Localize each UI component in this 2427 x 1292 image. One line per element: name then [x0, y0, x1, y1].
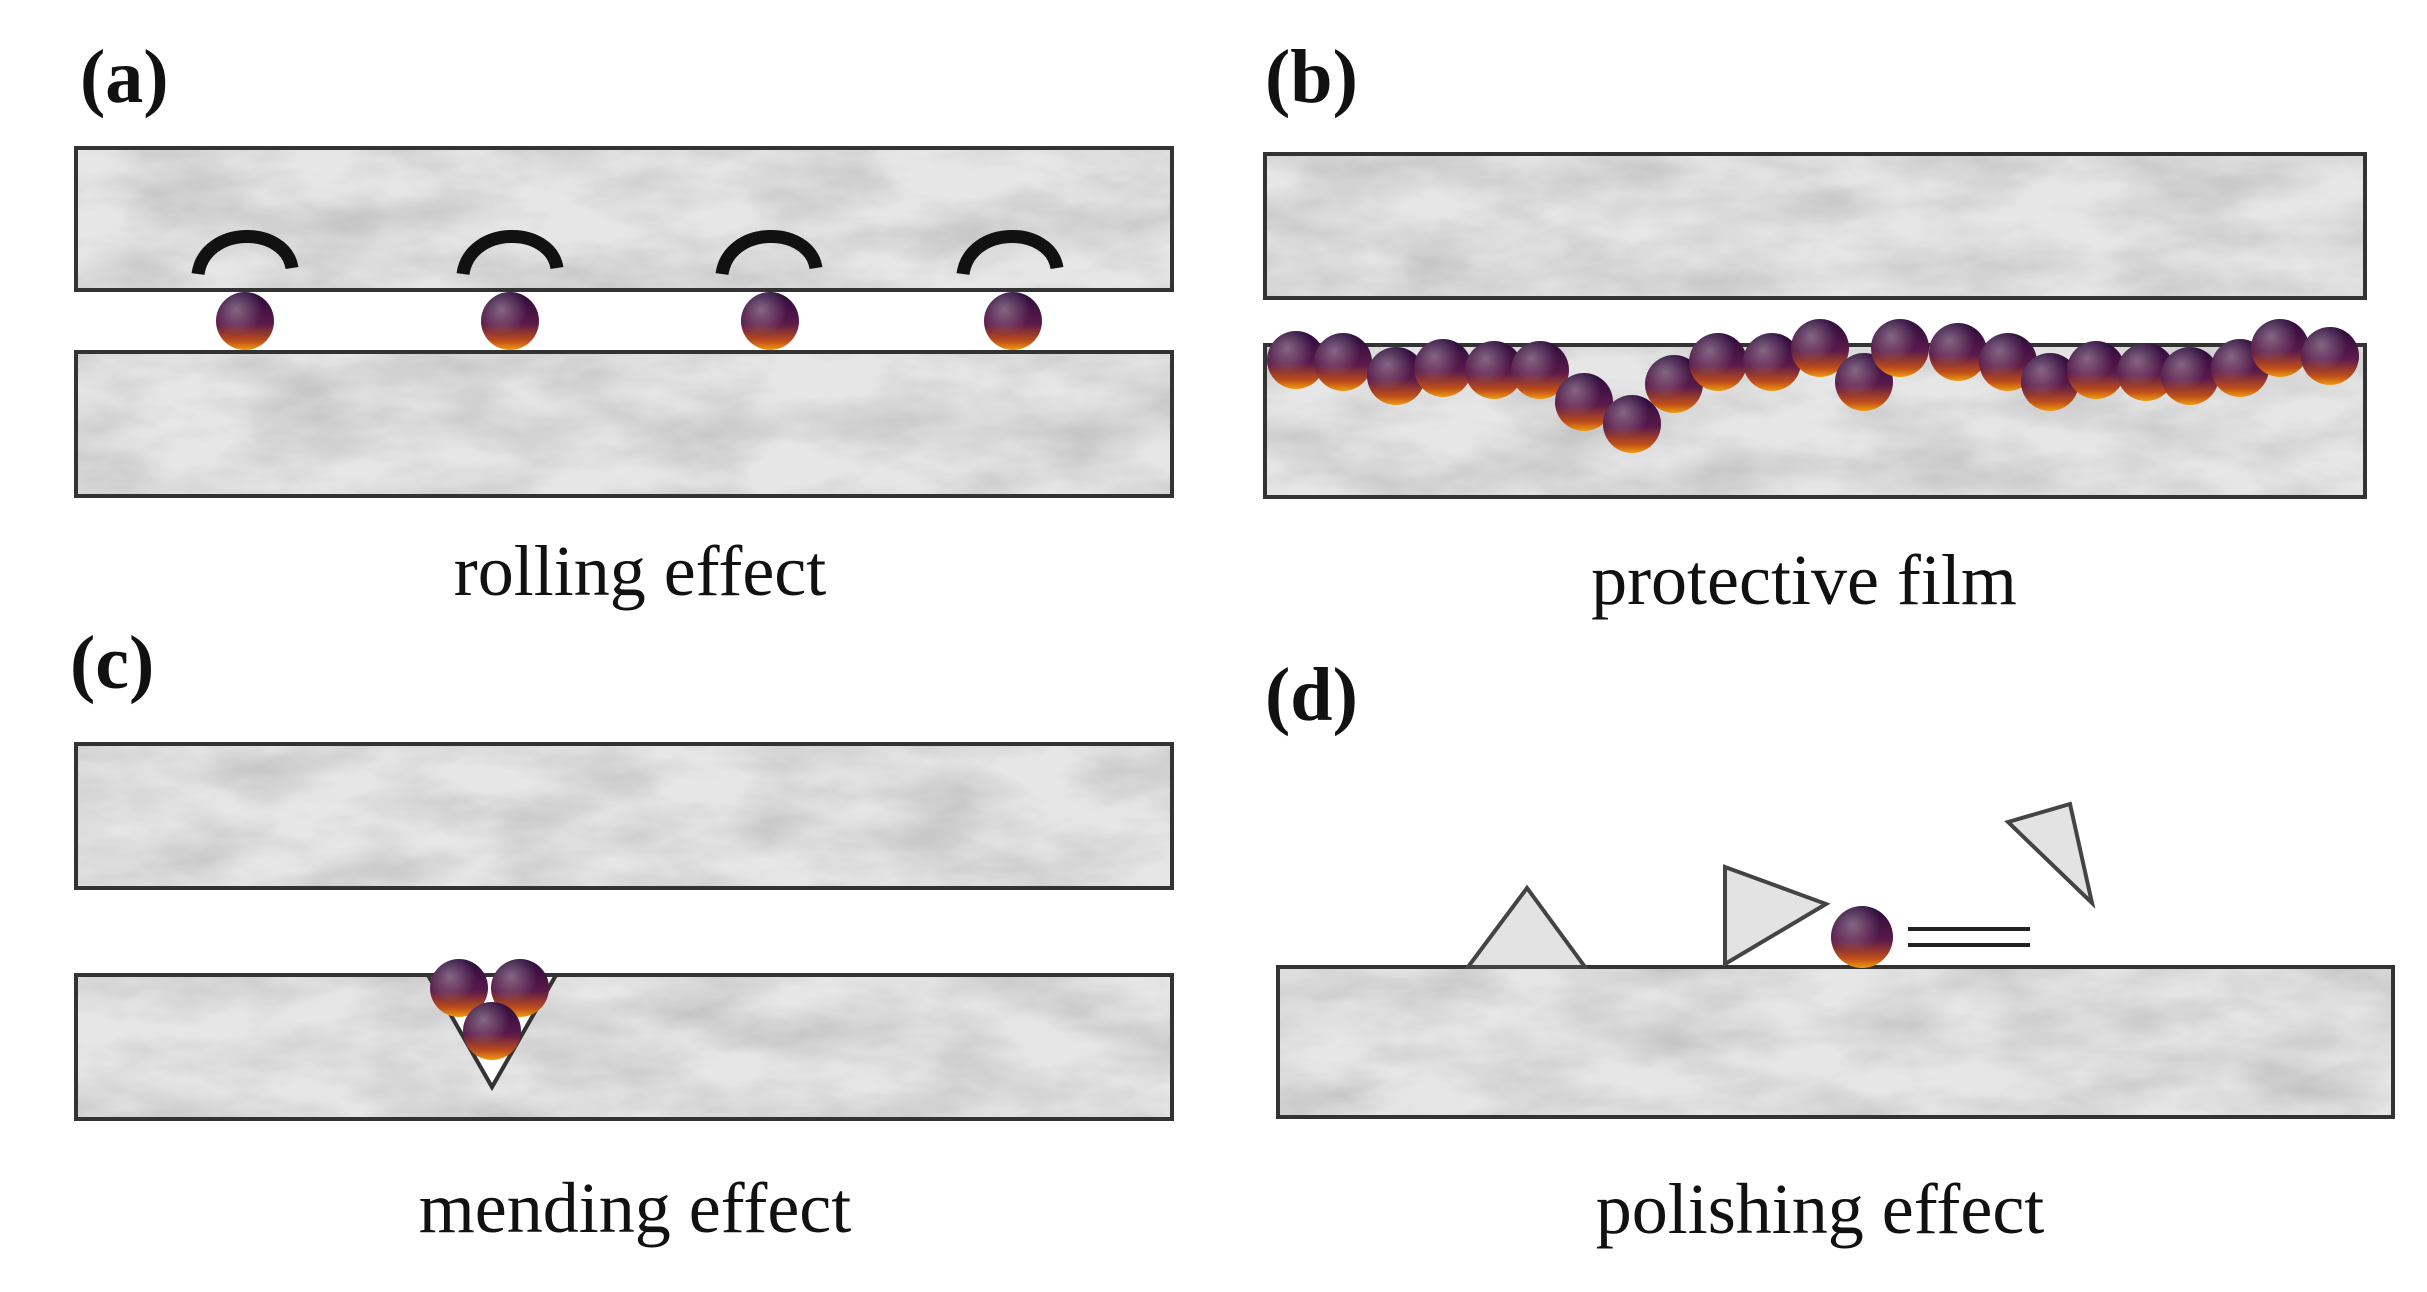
- panel-b-label: (b): [1265, 35, 1358, 119]
- particle: [216, 292, 274, 350]
- particle: [430, 959, 488, 1017]
- particle: [2021, 353, 2079, 411]
- particle: [1871, 319, 1929, 377]
- panel-a-caption: rolling effect: [454, 531, 827, 611]
- panel-c-caption: mending effect: [419, 1168, 852, 1248]
- lower-plate: [74, 973, 1174, 1121]
- particle: [741, 292, 799, 350]
- particle: [1743, 333, 1801, 391]
- particle: [2301, 327, 2359, 385]
- particle: [491, 959, 549, 1017]
- particle: [1831, 906, 1893, 968]
- triangle-debris-icon: [2004, 801, 2096, 910]
- upper-plate: [74, 742, 1174, 890]
- particle: [1645, 355, 1703, 413]
- panel-a: (a) rolling effect: [74, 35, 1174, 611]
- particle: [1555, 373, 1613, 431]
- particle: [1689, 333, 1747, 391]
- particle: [2067, 341, 2125, 399]
- rolling-arrows: [191, 230, 1064, 276]
- panel-d: (d) polishing effect: [1265, 653, 2395, 1249]
- particles: [430, 959, 549, 1060]
- panel-a-label: (a): [80, 35, 169, 119]
- particle: [481, 292, 539, 350]
- upper-plate: [1263, 152, 2367, 300]
- triangle-debris-icon: [1723, 864, 1831, 968]
- curved-arrow-icon: [715, 230, 823, 276]
- particle: [463, 1002, 521, 1060]
- particle: [1511, 341, 1569, 399]
- abrasive-debris: [1464, 801, 2096, 969]
- panel-d-label: (d): [1265, 653, 1358, 737]
- panel-b-caption: protective film: [1591, 540, 2017, 620]
- particle: [1835, 353, 1893, 411]
- lower-plate: [74, 350, 1174, 498]
- particle: [1929, 323, 1987, 381]
- particle: [2251, 319, 2309, 377]
- upper-plate: [74, 146, 1174, 292]
- particle: [1267, 331, 1325, 389]
- curved-arrow-icon: [456, 230, 564, 276]
- panel-b: (b) protective film: [1263, 35, 2367, 620]
- particle: [2117, 343, 2175, 401]
- particle: [1414, 339, 1472, 397]
- speed-lines-icon: [1908, 927, 2030, 947]
- curved-arrow-icon: [956, 230, 1064, 276]
- particle: [1791, 319, 1849, 377]
- panel-c-label: (c): [70, 621, 154, 705]
- curved-arrow-icon: [191, 230, 299, 276]
- base-plate: [1276, 965, 2395, 1119]
- particles: [216, 292, 1042, 350]
- particle: [1314, 333, 1372, 391]
- particle-film: [1267, 319, 2359, 453]
- particle: [1603, 395, 1661, 453]
- particle: [1465, 341, 1523, 399]
- particle: [1367, 347, 1425, 405]
- panel-c: (c) mending effect: [70, 621, 1174, 1248]
- panel-d-caption: polishing effect: [1596, 1169, 2045, 1249]
- triangle-debris-icon: [1464, 884, 1589, 969]
- particle: [984, 292, 1042, 350]
- particle: [2161, 347, 2219, 405]
